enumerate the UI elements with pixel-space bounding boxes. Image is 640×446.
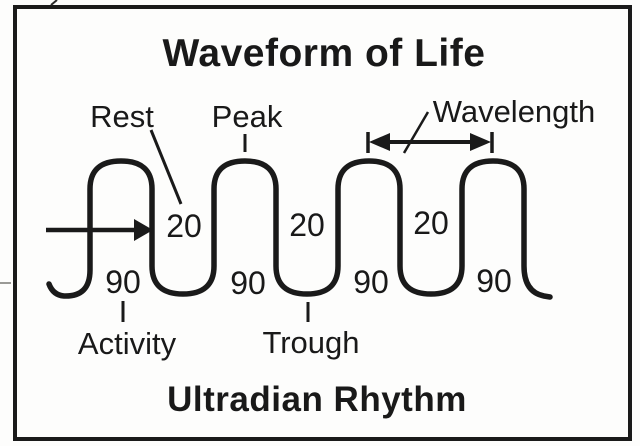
activity-minutes-value: 90: [230, 265, 266, 301]
time-arrow: [46, 219, 153, 241]
wavelength-arrowhead-right-icon: [470, 133, 491, 151]
activity-minutes-value: 90: [476, 263, 512, 299]
activity-label: Activity: [78, 326, 177, 361]
diagram-title: Waveform of Life: [163, 32, 486, 75]
waveform-curve: [46, 158, 553, 300]
rest-minutes-value: 20: [166, 208, 202, 244]
time-arrow-head-icon: [134, 219, 153, 241]
activity-minutes-value: 90: [105, 264, 141, 300]
diagram-border: [13, 5, 632, 441]
wavelength-dimension: [366, 111, 494, 154]
rest-minutes-value: 20: [413, 205, 449, 241]
peak-label: Peak: [212, 99, 283, 134]
diagram-subtitle: Ultradian Rhythm: [167, 380, 467, 419]
wavelength-pointer-line: [402, 111, 430, 154]
wavelength-label: Wavelength: [433, 94, 596, 129]
rest-pointer-line: [149, 129, 183, 205]
activity-minutes-value: 90: [353, 264, 389, 300]
rest-minutes-value: 20: [289, 207, 325, 243]
rest-label: Rest: [90, 99, 154, 134]
scan-artifact-top-tick: [50, 0, 58, 6]
trough-label: Trough: [262, 325, 359, 360]
wavelength-arrowhead-left-icon: [369, 133, 390, 151]
